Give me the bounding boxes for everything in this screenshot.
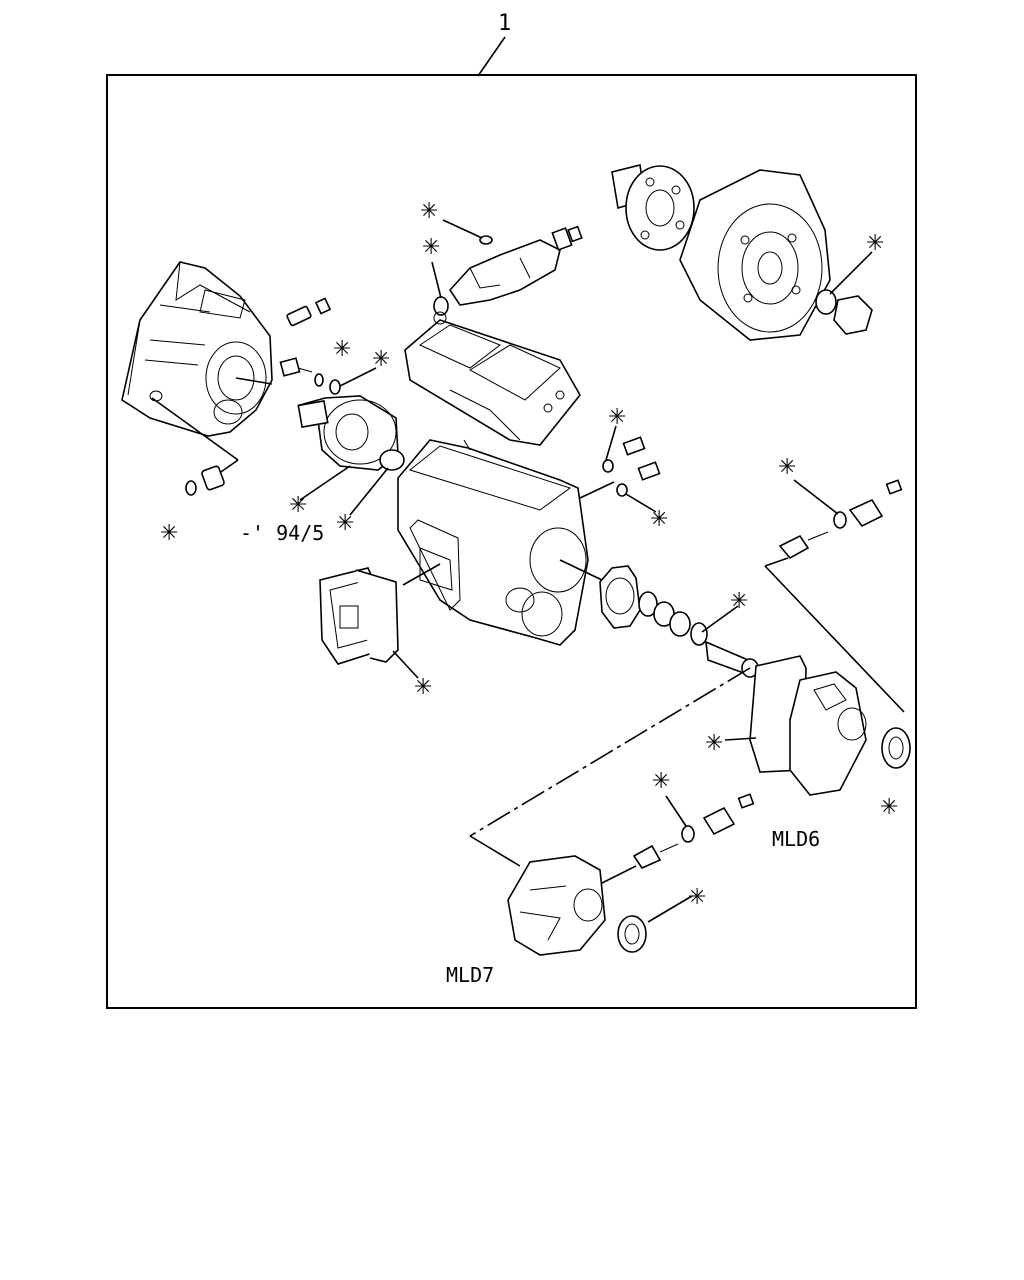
leader-flange-washer — [829, 251, 873, 295]
pto-cover — [319, 567, 399, 665]
kit-marker-6: ✳ — [420, 199, 438, 224]
kit-marker-17: ✳ — [688, 885, 706, 910]
leader-bolt-washer-b — [625, 493, 657, 513]
leader-seal-top — [431, 261, 442, 299]
speedometer-drive-mld7 — [632, 793, 755, 870]
leader-oring — [442, 219, 483, 239]
bearing-retainer — [297, 395, 405, 471]
kit-marker-10: ✳ — [650, 507, 668, 532]
variant-label-mld6: MLD6 — [772, 827, 820, 851]
kit-marker-13: ✳ — [778, 455, 796, 480]
leader-case-bolt — [579, 481, 615, 499]
speedometer-drive-mld6 — [778, 479, 903, 560]
brake-drum — [679, 169, 831, 341]
leader-housing-dowel — [151, 397, 239, 461]
callout-leader — [477, 36, 506, 77]
kit-marker-2: ✳ — [333, 337, 351, 362]
leader-speedo-washer — [793, 479, 839, 515]
leader-washer — [339, 367, 377, 387]
drive-gear — [599, 565, 641, 629]
leader-housing-bore — [235, 377, 273, 385]
gearbox-case — [397, 439, 589, 646]
output-shaft — [705, 640, 759, 678]
shift-valve-assembly — [433, 225, 583, 316]
leader-bolt-washer-a — [605, 425, 617, 461]
kit-marker-15: ✳ — [705, 731, 723, 756]
leader-gear — [559, 559, 603, 581]
kit-marker-5: ✳ — [336, 511, 354, 536]
part-note: -' 94/5 — [240, 521, 324, 545]
leader-seal-mld7 — [647, 895, 693, 923]
leader-seal — [349, 467, 389, 516]
leader-mld7-speedo — [599, 865, 637, 885]
rear-housing-mld7 — [507, 855, 606, 956]
kit-marker-9: ✳ — [608, 405, 626, 430]
leader-rear-gasket — [724, 737, 757, 741]
kit-marker-7: ✳ — [422, 235, 440, 260]
bearing-stack — [638, 591, 708, 646]
leader-speedo-a — [764, 557, 789, 567]
kit-marker-11: ✳ — [414, 675, 432, 700]
kit-marker-8: ✳ — [866, 231, 884, 256]
kit-marker-1: ✳ — [160, 521, 178, 546]
variant-label-mld7: MLD7 — [446, 963, 494, 987]
leader-pto-gasket — [392, 650, 419, 679]
leader-retainer — [299, 465, 351, 501]
rear-seal-mld6-inner — [888, 736, 904, 760]
leader-speedo-washer-mld7 — [665, 795, 687, 827]
assembly-centerline — [469, 667, 751, 837]
output-flange — [611, 164, 695, 251]
rear-seal-mld7-inner — [624, 923, 640, 945]
callout-number: 1 — [498, 11, 511, 36]
flange-nut — [815, 289, 873, 335]
rear-seal-mld6 — [881, 727, 911, 769]
dowel-sleeve — [185, 465, 225, 496]
kit-marker-16: ✳ — [652, 769, 670, 794]
rear-housing-mld6 — [749, 655, 867, 796]
clutch-housing — [121, 261, 273, 437]
leader-snap-ring — [701, 605, 739, 633]
kit-marker-3: ✳ — [372, 347, 390, 372]
leader-housing-dowel-b — [217, 459, 239, 475]
kit-marker-4: ✳ — [289, 493, 307, 518]
kit-marker-14: ✳ — [880, 795, 898, 820]
leader-pto-opening — [402, 563, 441, 586]
case-bolts — [602, 436, 661, 497]
housing-bolt-set — [279, 297, 341, 395]
assembly-frame — [106, 74, 917, 1009]
leader-mld7-housing — [469, 835, 521, 867]
rear-seal-mld7 — [617, 915, 647, 953]
leader-speedo-b — [764, 565, 905, 713]
top-cover — [404, 311, 581, 446]
